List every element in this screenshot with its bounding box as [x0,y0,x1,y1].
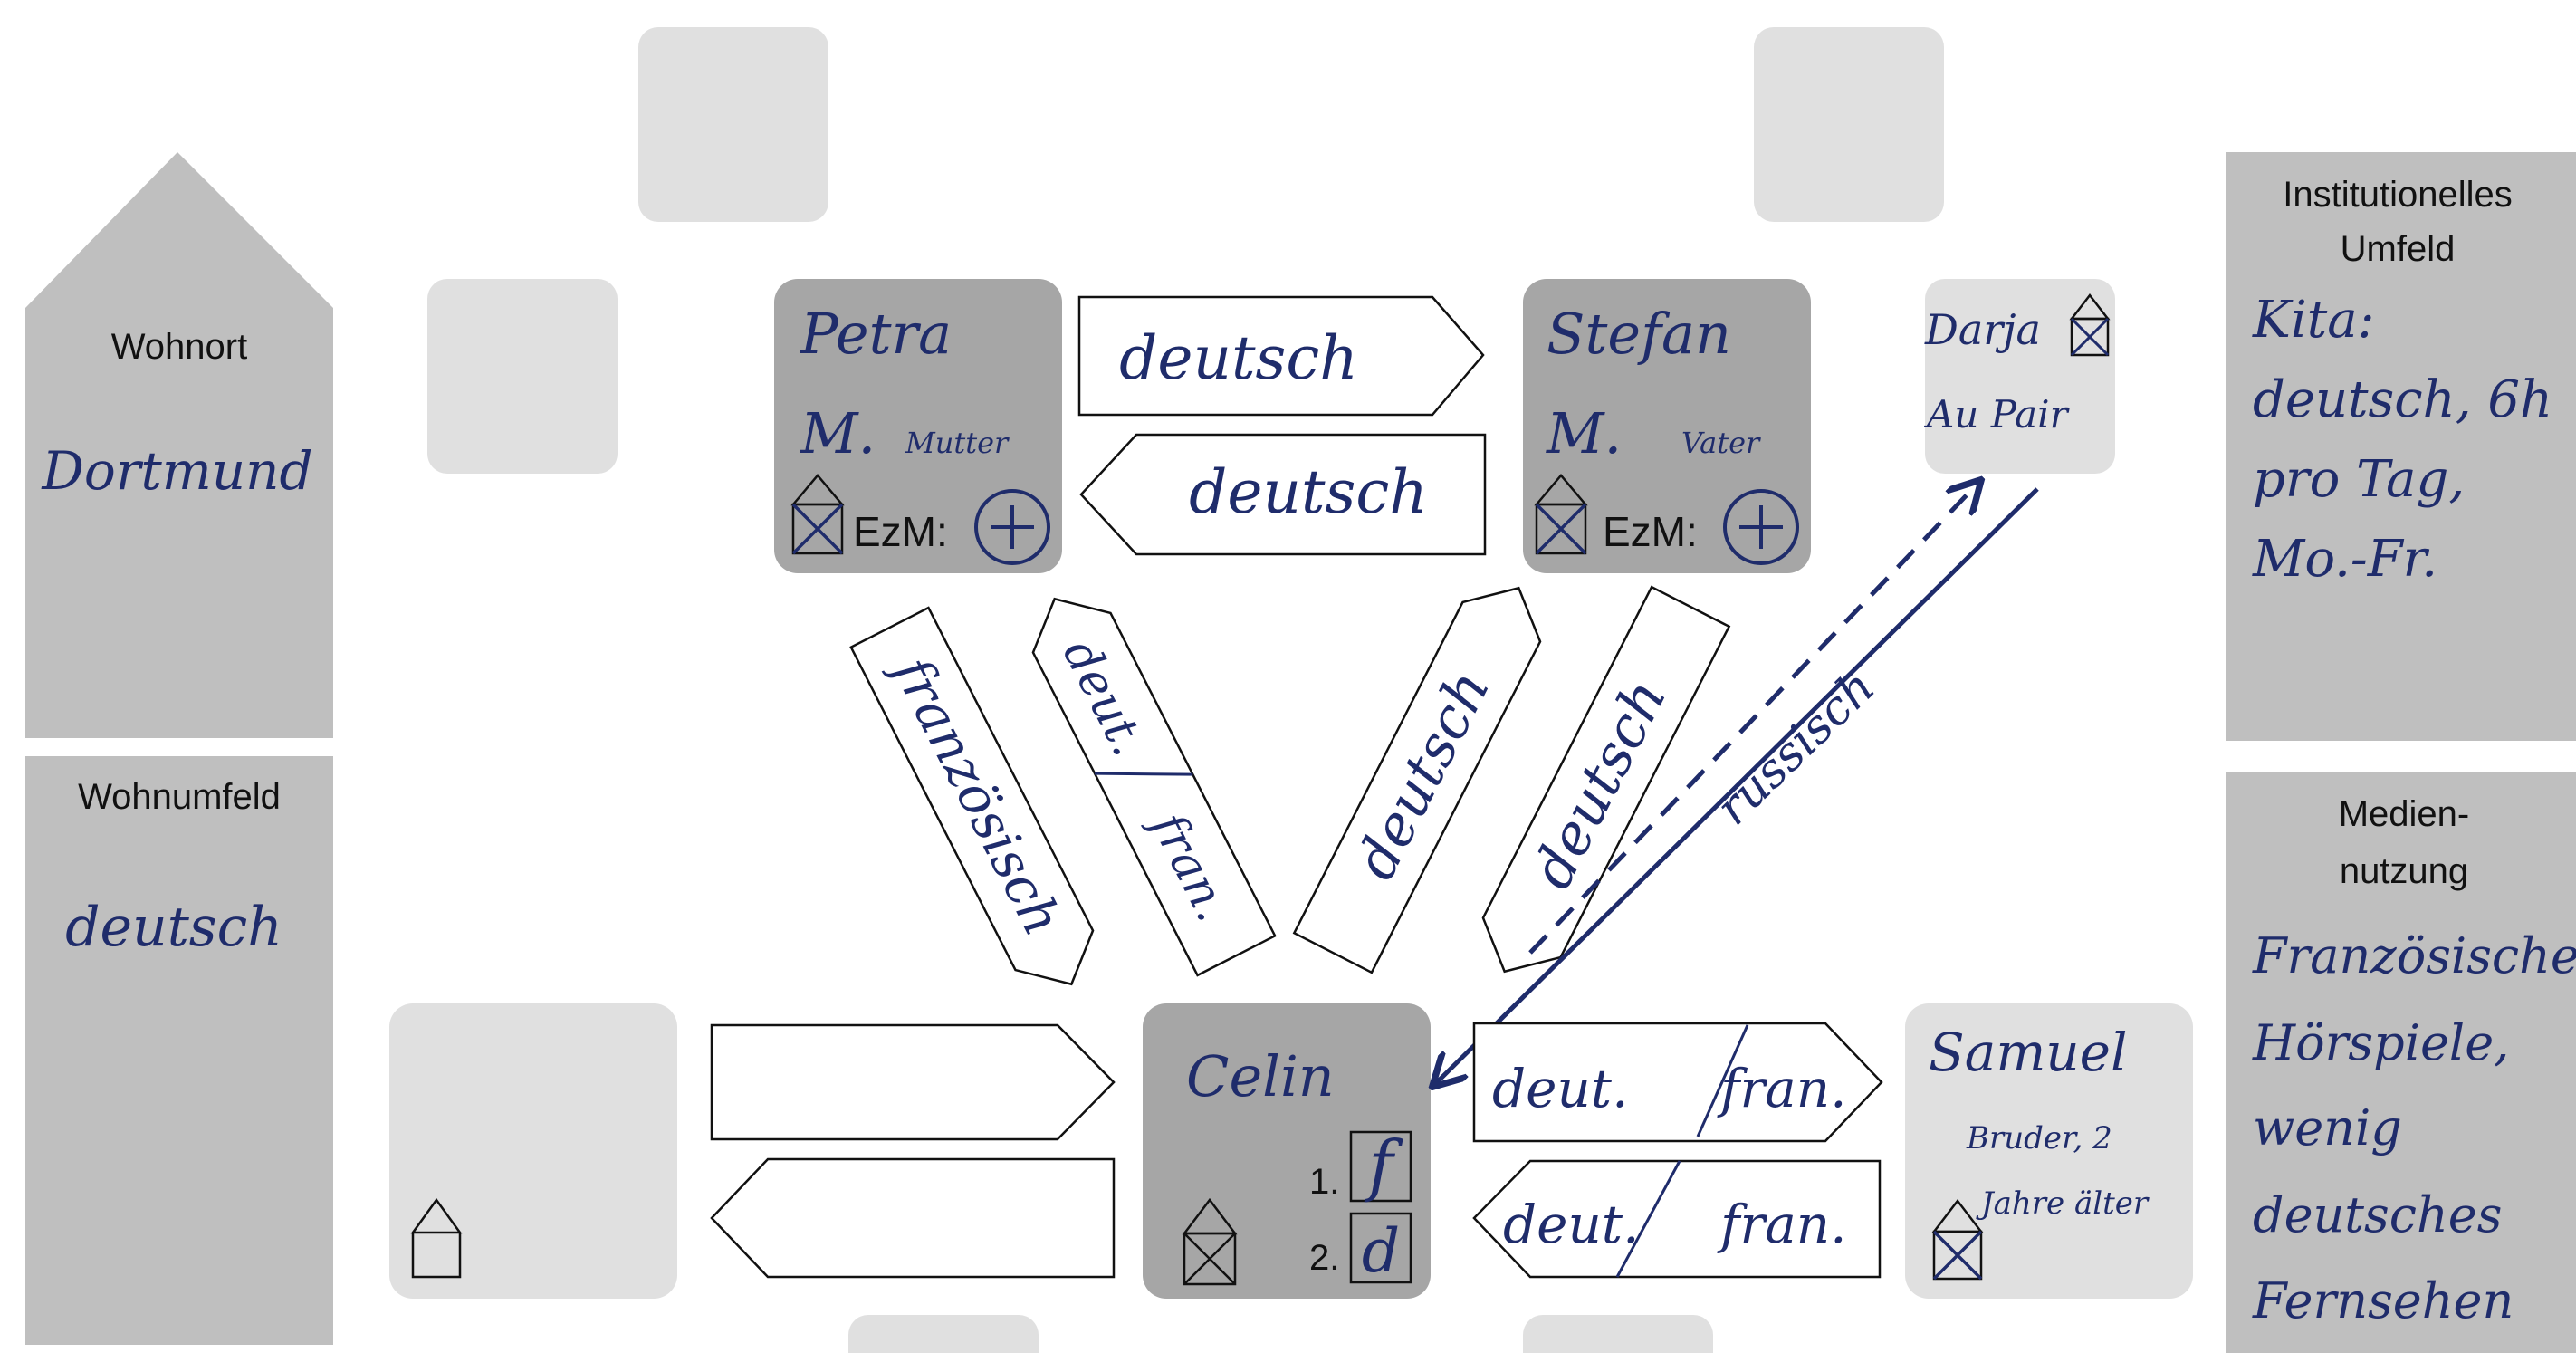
arrow-celin-to-samuel: deut. fran. [1472,1022,1883,1143]
stefan-role: Vater [1681,426,1761,460]
slash-divider [1696,1024,1749,1137]
celin-lang2: d [1362,1216,1400,1286]
darja-name: Darja [1924,305,2041,354]
house-crossed-icon [790,474,845,555]
institution-panel: Institutionelles Umfeld Kita: deutsch, 6… [2226,152,2576,741]
plus-circle-icon [974,489,1050,565]
institution-line: Kita: [2252,291,2375,350]
empty-slot-bottom-a [848,1315,1039,1353]
wohnumfeld-panel: Wohnumfeld deutsch [25,756,333,1345]
media-line: Französische [2252,927,2576,984]
media-panel: Medien- nutzung Französische Hörspiele, … [2226,772,2576,1353]
stefan-ezm-label: EzM: [1603,508,1698,555]
house-crossed-icon [1534,474,1588,555]
institution-line: pro Tag, [2253,450,2465,509]
arrow-label: französisch [880,644,1074,945]
stefan-initial: M. [1546,400,1622,466]
arrow-label: fran. [1717,1194,1847,1255]
arrow-stefan-to-petra: deutsch [1079,433,1487,556]
arrow-samuel-to-celin: deut. fran. [1472,1159,1882,1279]
media-heading-line2: nutzung [2340,851,2468,891]
house-icon [410,1197,463,1279]
stefan-name: Stefan [1547,301,1731,367]
institution-line: deutsch, 6h [2253,370,2552,429]
arrow-label: deutsch [1119,323,1358,393]
petra-role: Mutter [905,426,1010,460]
empty-slot-bottom-b [1523,1315,1713,1353]
institution-line: Mo.-Fr. [2252,530,2437,589]
arrow-label: deut. [1492,1058,1629,1119]
person-box-celin: Celin 1. f 2. d [1143,1003,1431,1299]
celin-rank1: 1. [1309,1162,1339,1202]
russisch-label: russisch [1706,660,1885,836]
arrow-celin-to-empty [710,1157,1116,1279]
arrow-empty-to-celin [710,1023,1116,1141]
media-line: Hörspiele, [2252,1014,2509,1071]
house-crossed-icon [1182,1197,1238,1286]
person-box-samuel: Samuel Bruder, 2 Jahre älter [1905,1003,2193,1299]
person-box-darja: Darja Au Pair [1923,279,2115,474]
wohnort-value: Dortmund [41,440,312,502]
wohnumfeld-value: deutsch [65,896,282,959]
empty-slot-top-left [638,27,828,222]
wohnumfeld-heading: Wohnumfeld [78,777,281,817]
darja-role: Au Pair [1923,392,2071,437]
samuel-role-line2: Jahre älter [1976,1185,2150,1222]
petra-name: Petra [800,301,952,367]
arrow-label: deut. [1503,1194,1640,1255]
empty-slot-mid-left [427,279,618,474]
petra-initial: M. [800,400,876,466]
arrow-petra-to-stefan: deutsch [1077,295,1485,417]
celin-rank2: 2. [1309,1238,1339,1278]
institution-heading-line2: Umfeld [2341,229,2456,269]
celin-lang1-box [1349,1130,1412,1203]
slash-divider [1615,1160,1681,1278]
person-slot-empty [389,1003,677,1299]
arrow-label: deutsch [1189,457,1428,527]
slash-divider [1095,772,1193,776]
empty-slot-top-right [1754,27,1944,222]
media-line: deutsches [2253,1186,2502,1243]
arrow-label: fran. [1717,1058,1847,1119]
person-box-petra: Petra M. Mutter EzM: [774,279,1062,573]
wohnort-heading: Wohnort [111,327,247,367]
plus-circle-icon [1723,489,1799,565]
person-box-stefan: Stefan M. Vater EzM: [1523,279,1811,573]
celin-lang2-box [1349,1212,1412,1284]
samuel-name: Samuel [1929,1022,2128,1083]
petra-ezm-label: EzM: [853,508,948,555]
media-line: wenig [2253,1099,2402,1156]
institution-heading-line1: Institutionelles [2283,175,2512,215]
house-crossed-icon [2069,293,2111,357]
media-heading-line1: Medien- [2339,794,2470,834]
media-line: Fernsehen [2252,1272,2514,1329]
arrow-celin-to-darja-dashed [1528,482,1979,955]
celin-name: Celin [1186,1043,1335,1109]
samuel-role-line1: Bruder, 2 [1966,1120,2112,1156]
house-crossed-icon [1931,1198,1984,1281]
wohnort-panel: Wohnort Dortmund [25,152,333,738]
arrow-darja-to-celin-solid [1434,487,2039,1085]
